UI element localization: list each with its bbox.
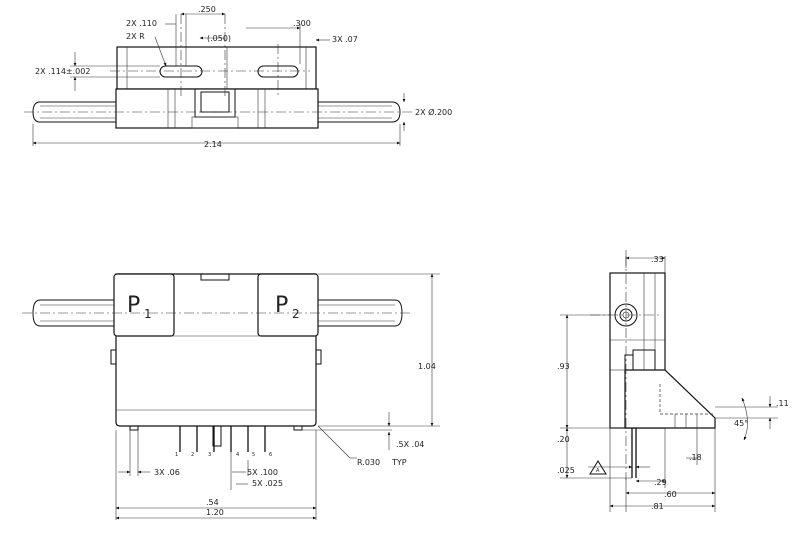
dim-port-spacing: 2X .114±.002 bbox=[35, 67, 90, 76]
dim-port-diameter: 2X Ø.200 bbox=[415, 107, 452, 117]
dim-pin-span: .54 bbox=[206, 498, 219, 507]
dim-port-height: .93 bbox=[557, 362, 570, 371]
dim-ref-offset: (.050) bbox=[207, 34, 231, 43]
dim-chamfer-offset: .18 bbox=[689, 453, 702, 462]
dim-slot-width: 2X .110 bbox=[126, 19, 157, 28]
port-1-cap bbox=[113, 273, 175, 337]
top-body bbox=[115, 88, 319, 129]
dim-overall-depth: .81 bbox=[651, 502, 664, 511]
dim-chamfer-angle: 45° bbox=[734, 419, 748, 428]
dim-pin-width: 5X .025 bbox=[252, 479, 283, 488]
top-flange bbox=[116, 46, 317, 90]
port-2-label: P bbox=[275, 293, 288, 318]
datum-label: A bbox=[596, 468, 600, 474]
dim-top-width: .33 bbox=[651, 255, 664, 264]
side-view: .33 .93 .20 .025 A .11 45° .18 .29 bbox=[557, 250, 789, 512]
dim-mount-tab-pitch: 3X .06 bbox=[154, 468, 180, 477]
mount-tab-center bbox=[212, 425, 222, 447]
dim-pin-pitch: 5X .100 bbox=[247, 468, 278, 477]
port-1-label: P bbox=[127, 293, 140, 318]
dim-slot-pitch: .250 bbox=[198, 5, 216, 14]
pin-number-1: 1 bbox=[175, 452, 178, 458]
dim-corner-radius: R.030 bbox=[357, 458, 380, 467]
pin-number-5: 5 bbox=[252, 452, 255, 458]
side-chamfered-base bbox=[624, 369, 716, 429]
dim-slot-length: .300 bbox=[293, 19, 311, 28]
top-view: .250 2X .110 2X R (.050) .300 3X .07 2X … bbox=[24, 5, 452, 149]
pin-number-2: 2 bbox=[191, 452, 194, 458]
pin-number-6: 6 bbox=[269, 452, 272, 458]
pin-number-3: 3 bbox=[208, 452, 211, 458]
dim-slot-depth: 3X .07 bbox=[332, 35, 358, 44]
dim-pin-thickness: .025 bbox=[557, 466, 575, 475]
dim-base-depth: .60 bbox=[664, 490, 677, 499]
mount-tab-right bbox=[293, 425, 303, 431]
mount-tab-left bbox=[129, 425, 139, 431]
pin-number-4: 4 bbox=[236, 452, 239, 458]
dim-pin-length: .20 bbox=[557, 435, 570, 444]
dim-body-width: 1.20 bbox=[206, 508, 224, 517]
top-right-port bbox=[318, 101, 401, 123]
dim-pin-standoff: .5X .04 bbox=[396, 440, 424, 449]
port-1-subscript: 1 bbox=[144, 307, 152, 321]
dim-chamfer-height: .11 bbox=[776, 399, 789, 408]
port-2-subscript: 2 bbox=[292, 307, 300, 321]
front-view: P 1 P 2 1 2 3 4 5 6 1.04 .5X .04 bbox=[22, 273, 440, 520]
dim-slot-radius: 2X R bbox=[126, 32, 145, 41]
front-left-port bbox=[32, 299, 114, 327]
dim-corner-radius-qty: TYP bbox=[391, 458, 407, 467]
dim-overall-length: 2.14 bbox=[204, 140, 222, 149]
dim-pin-offset: .29 bbox=[654, 478, 667, 487]
datum-triangle bbox=[589, 460, 607, 475]
electrical-pins bbox=[179, 426, 266, 452]
dim-body-height: 1.04 bbox=[418, 362, 436, 371]
port-2-cap bbox=[257, 273, 319, 337]
